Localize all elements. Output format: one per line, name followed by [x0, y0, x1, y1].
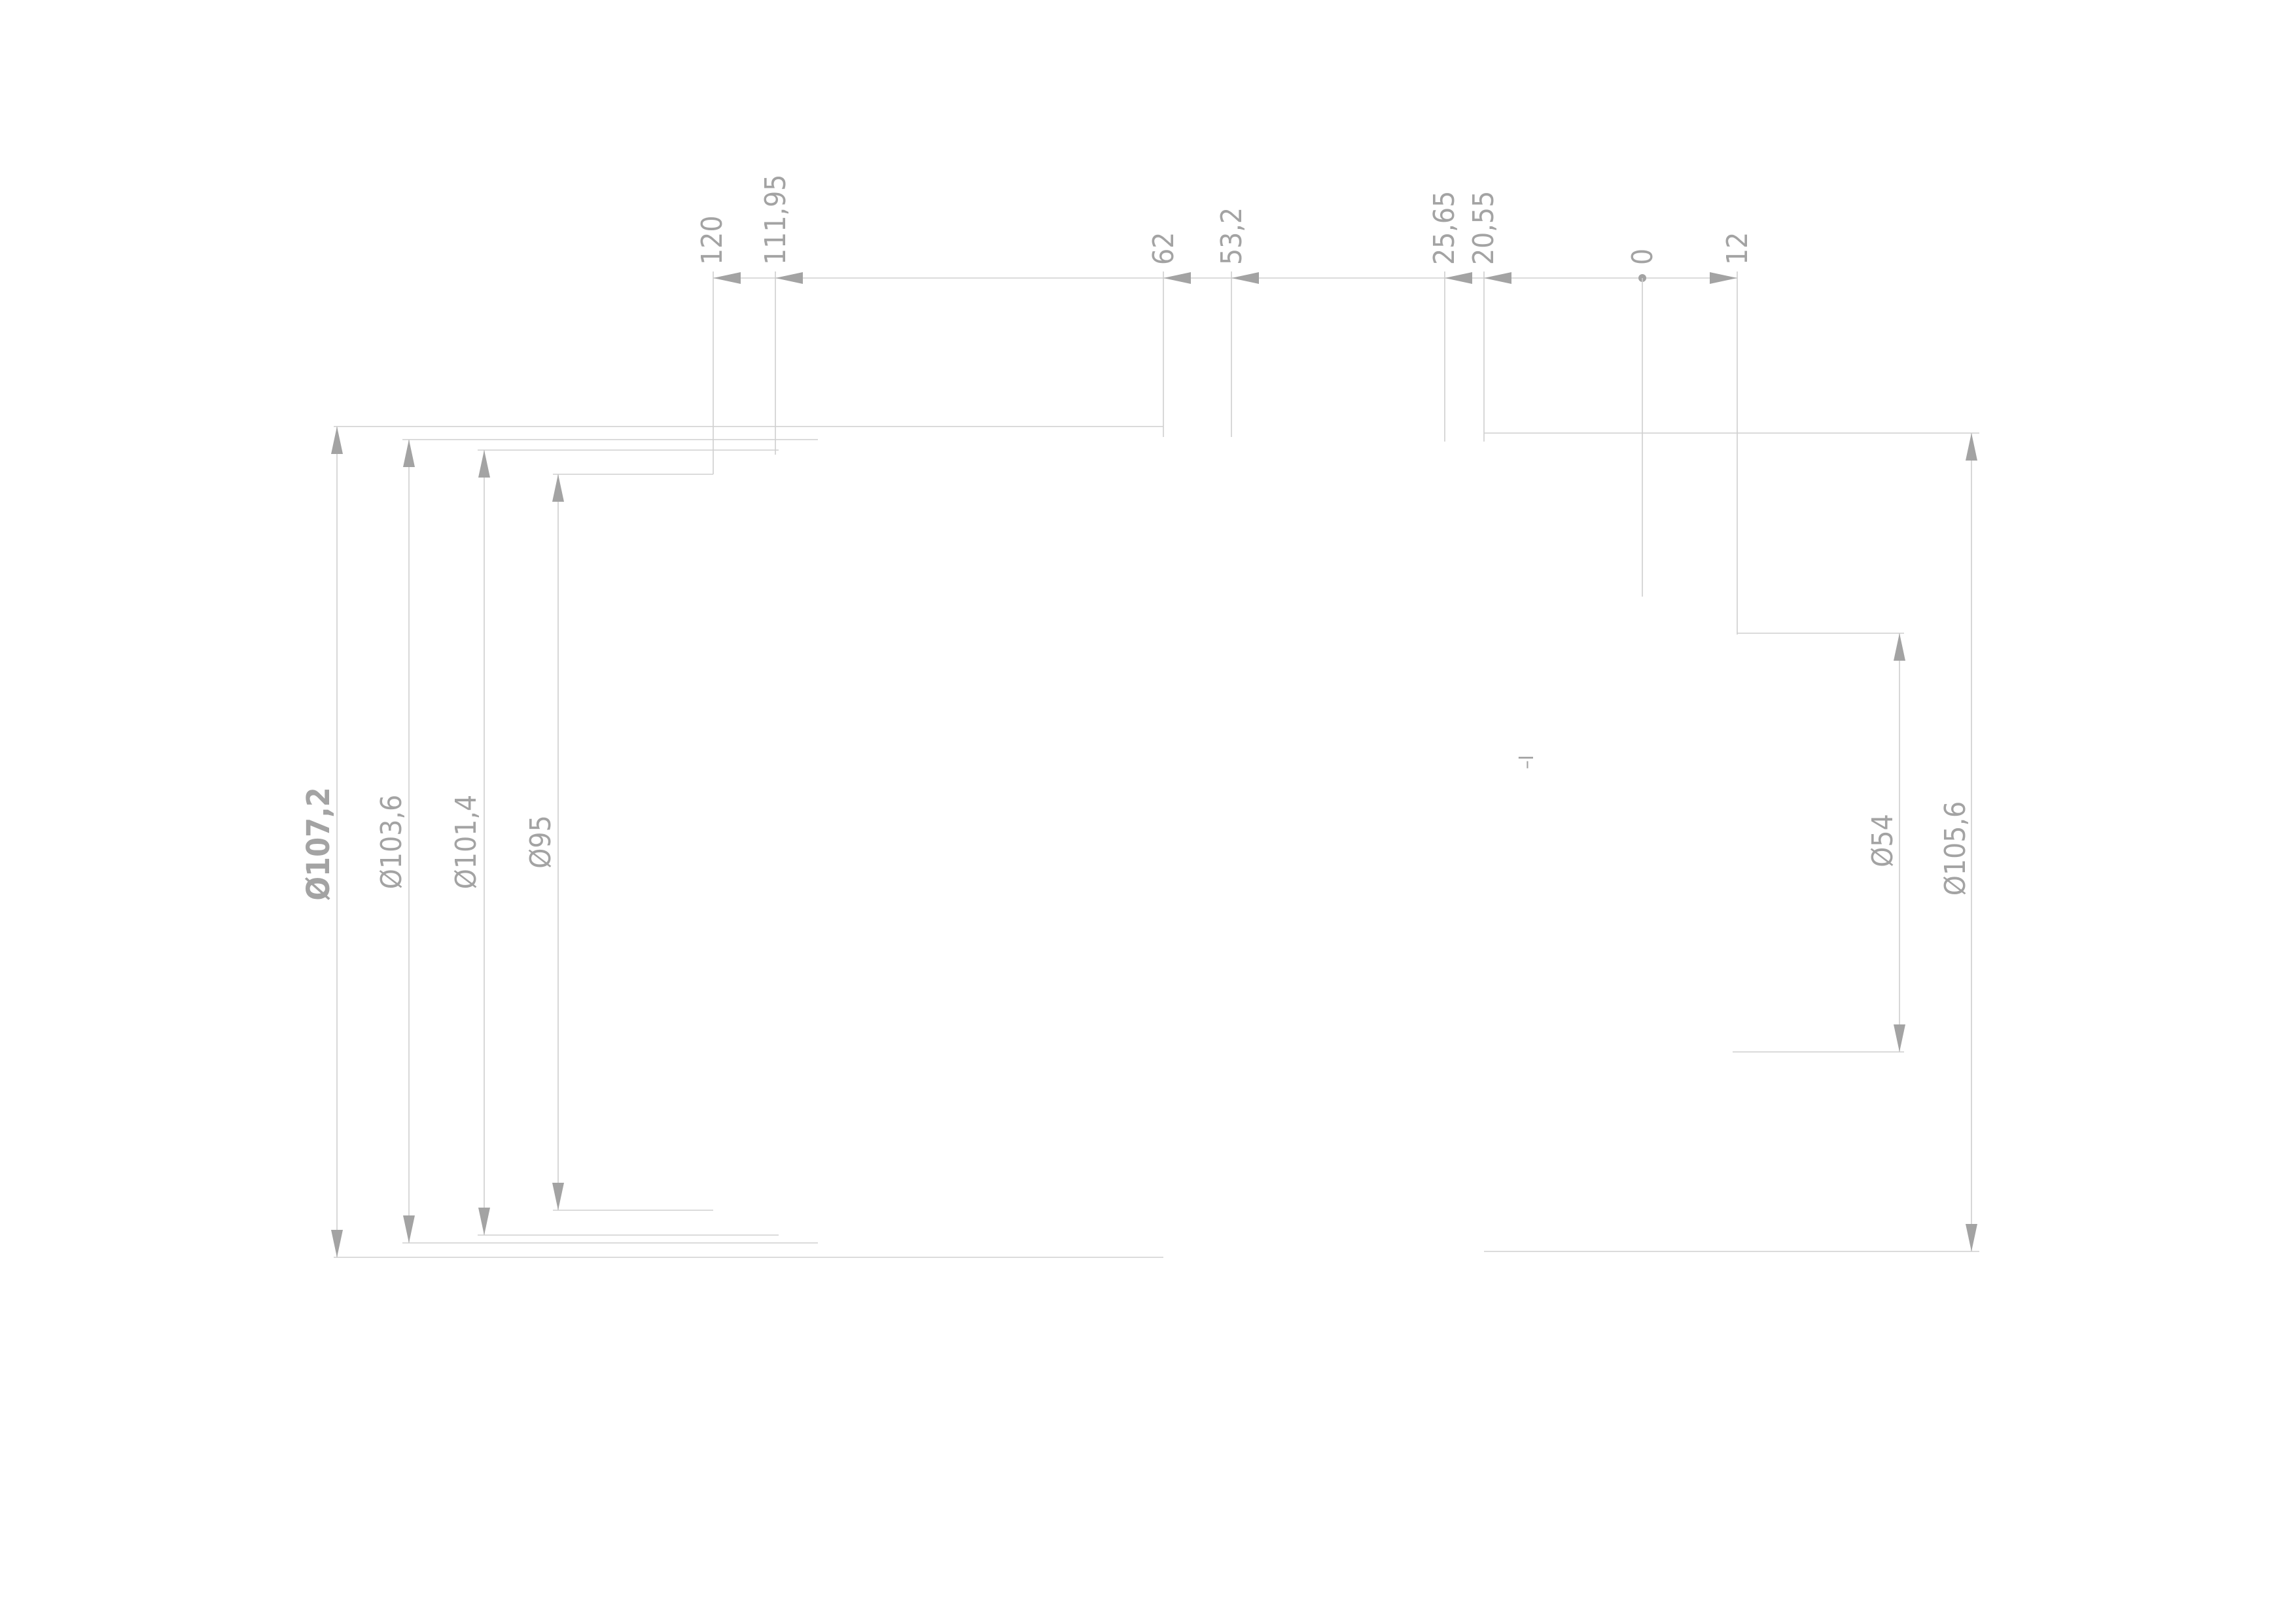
arrow-95-top	[552, 474, 564, 502]
dim-text-dia-54: Ø54	[1866, 814, 1899, 867]
arrow-105-6-top	[1966, 433, 1977, 461]
arrow-95-bottom	[552, 1183, 564, 1210]
arrow-12	[1710, 272, 1737, 284]
dim-text-25-65: 25,65	[1428, 191, 1461, 265]
arrow-107-2-top	[331, 427, 343, 454]
dim-text-12: 12	[1721, 232, 1754, 265]
dim-text-20-55: 20,55	[1467, 191, 1500, 265]
arrow-105-6-bottom	[1966, 1224, 1977, 1251]
dim-text-111-95: 111,95	[759, 175, 792, 265]
arrow-107-2-bottom	[331, 1230, 343, 1257]
center-mark: –I	[1515, 755, 1538, 769]
dim-text-53-2: 53,2	[1215, 207, 1248, 265]
dim-text-120: 120	[696, 215, 729, 265]
dim-text-dia-95: Ø95	[524, 815, 557, 869]
arrow-54-bottom	[1894, 1024, 1905, 1052]
arrow-120	[713, 272, 741, 284]
dim-text-dia-107-2: Ø107,2	[300, 787, 337, 900]
dim-text-dia-101-4: Ø101,4	[450, 795, 483, 889]
arrow-103-6-top	[403, 440, 415, 467]
arrow-53-2	[1231, 272, 1259, 284]
arrow-54-top	[1894, 633, 1905, 661]
arrow-103-6-bottom	[403, 1215, 415, 1243]
dim-text-0: 0	[1626, 249, 1659, 265]
dim-text-dia-105-6: Ø105,6	[1939, 801, 1972, 896]
arrow-111-95	[775, 272, 803, 284]
arrow-101-4-top	[478, 450, 490, 478]
dim-text-62: 62	[1147, 232, 1180, 265]
arrow-62	[1163, 272, 1191, 284]
dim-text-dia-103-6: Ø103,6	[375, 795, 408, 889]
arrow-20-55	[1484, 272, 1511, 284]
arrow-25-65	[1445, 272, 1472, 284]
arrow-101-4-bottom	[478, 1208, 490, 1235]
